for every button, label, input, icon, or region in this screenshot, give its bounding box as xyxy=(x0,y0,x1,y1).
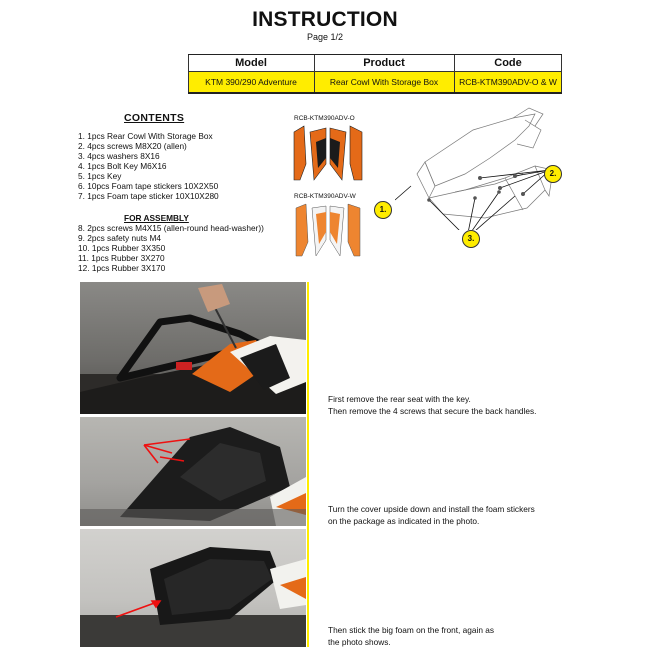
list-item: 1. 1pcs Rear Cowl With Storage Box xyxy=(78,131,213,141)
sticker-code-white: RCB-KTM390ADV-W xyxy=(294,193,356,200)
list-item: 7. 1pcs Foam tape sticker 10X10X280 xyxy=(78,191,219,201)
callout-1: 1. xyxy=(374,201,392,219)
table-divider xyxy=(561,55,562,92)
list-item: 2. 4pcs screws M8X20 (allen) xyxy=(78,141,187,151)
page-title: INSTRUCTION xyxy=(252,8,398,31)
callout-3: 3. xyxy=(462,230,480,248)
photo-divider xyxy=(307,282,309,647)
callout-2: 2. xyxy=(544,165,562,183)
photo-foam-stickers xyxy=(80,417,306,526)
step-text: Turn the cover upside down and install t… xyxy=(328,504,535,514)
table-divider xyxy=(188,55,189,92)
table-divider xyxy=(188,71,562,72)
list-item: 10. 1pcs Rubber 3X350 xyxy=(78,243,166,253)
list-item: 3. 4pcs washers 8X16 xyxy=(78,151,160,161)
list-item: 5. 1pcs Key xyxy=(78,171,122,181)
list-item: 12. 1pcs Rubber 3X170 xyxy=(78,263,166,273)
table-header-model: Model xyxy=(188,54,314,72)
photo-remove-seat xyxy=(80,282,306,414)
list-item: 8. 2pcs screws M4X15 (allen-round head-w… xyxy=(78,223,264,233)
white-sticker-set xyxy=(295,203,361,257)
table-divider xyxy=(454,55,455,92)
table-cell-model: KTM 390/290 Adventure xyxy=(188,72,314,92)
list-item: 11. 1pcs Rubber 3X270 xyxy=(78,253,165,263)
list-item: 6. 10pcs Foam tape stickers 10X2X50 xyxy=(78,181,219,191)
page-number: Page 1/2 xyxy=(306,32,344,42)
step-text: the photo shows. xyxy=(328,637,391,647)
table-bottom-border xyxy=(188,92,562,94)
photo-big-foam xyxy=(80,529,306,647)
orange-sticker-set xyxy=(293,125,363,181)
list-item: 4. 1pcs Bolt Key M6X16 xyxy=(78,161,167,171)
table-cell-code: RCB-KTM390ADV-O & W xyxy=(454,72,562,92)
step-text: First remove the rear seat with the key. xyxy=(328,394,471,404)
rear-cowl-diagram xyxy=(395,107,554,230)
assembly-title: FOR ASSEMBLY xyxy=(124,213,189,223)
list-item: 9. 2pcs safety nuts M4 xyxy=(78,233,162,243)
table-cell-product: Rear Cowl With Storage Box xyxy=(314,72,454,92)
contents-title: CONTENTS xyxy=(124,112,185,124)
step-text: on the package as indicated in the photo… xyxy=(328,516,480,526)
sticker-code-orange: RCB-KTM390ADV-O xyxy=(294,115,355,122)
step-text: Then stick the big foam on the front, ag… xyxy=(328,625,495,635)
table-divider xyxy=(314,55,315,92)
table-header-product: Product xyxy=(314,54,454,72)
step-text: Then remove the 4 screws that secure the… xyxy=(328,406,537,416)
table-header-code: Code xyxy=(454,54,562,72)
